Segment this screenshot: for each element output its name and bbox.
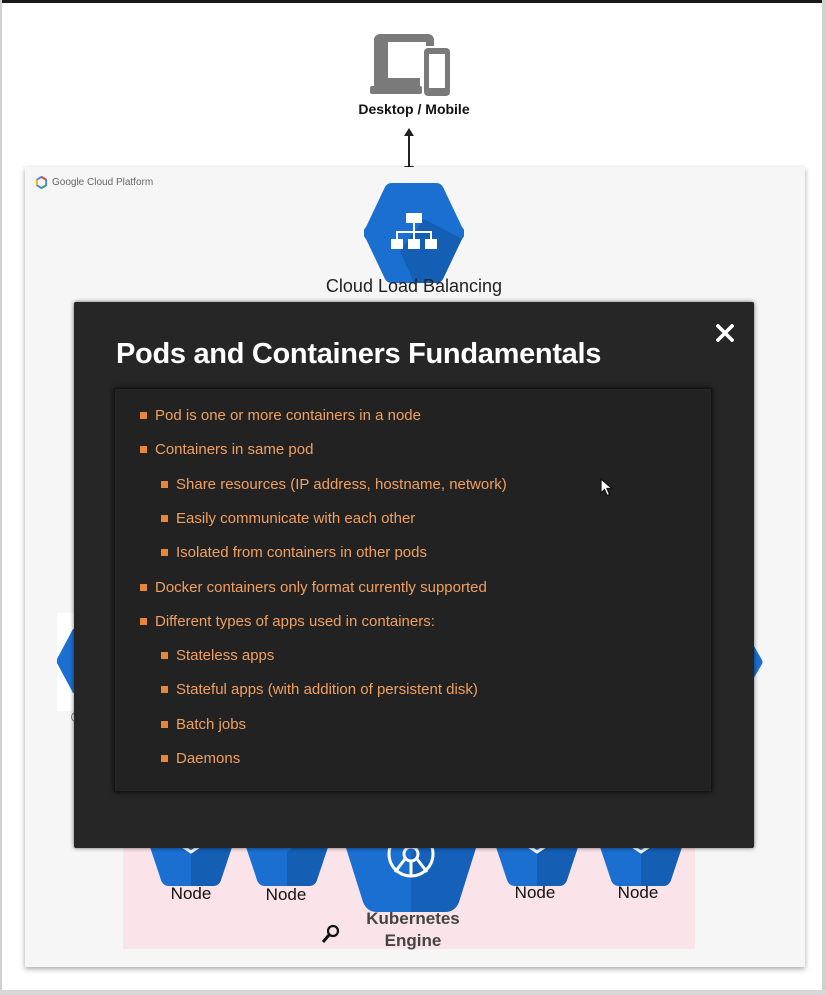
close-button[interactable] <box>710 318 740 348</box>
node-label: Node <box>265 885 307 904</box>
bullet-item: Different types of apps used in containe… <box>140 613 435 630</box>
bullet-item: Pod is one or more containers in a node <box>140 407 421 424</box>
sub-bullet-item: Isolated from containers in other pods <box>161 544 427 561</box>
client-label: Desktop / Mobile <box>358 101 470 117</box>
kubernetes-cluster-area: Node Node Kubernetes Engine <box>123 832 695 952</box>
sub-bullet-item: Easily communicate with each other <box>161 510 415 527</box>
kubernetes-engine-icon <box>341 832 481 912</box>
bullet-text: Batch jobs <box>176 715 247 733</box>
sub-bullet-item: Batch jobs <box>161 716 246 733</box>
close-icon[interactable] <box>716 324 734 342</box>
bullet-item: Containers in same pod <box>140 441 313 458</box>
bullet-square-icon <box>161 652 168 660</box>
bullet-text: Share resources (IP address, hostname, n… <box>176 475 507 493</box>
gcp-logo-platform: Cloud Platform <box>87 176 154 188</box>
sub-bullet-item: Share resources (IP address, hostname, n… <box>161 476 507 493</box>
bullet-text: Containers in same pod <box>155 441 314 459</box>
kubernetes-engine-label-line1: Kubernetes <box>366 909 460 928</box>
window-bottom-border <box>0 990 826 995</box>
gcp-logo-google: Google <box>52 176 85 188</box>
bullet-square-icon <box>140 617 147 625</box>
bullet-square-icon <box>140 412 147 419</box>
sub-bullet-item: Stateless apps <box>161 647 274 664</box>
search-icon[interactable] <box>321 924 341 944</box>
modal-title: Pods and Containers Fundamentals <box>116 338 602 370</box>
window-left-border <box>0 0 2 995</box>
fundamentals-modal: Pods and Containers Fundamentals Pod is … <box>74 302 754 848</box>
sub-bullet-item: Stateful apps (with addition of persiste… <box>161 681 478 698</box>
bullet-text: Isolated from containers in other pods <box>176 544 427 562</box>
bullet-square-icon <box>161 755 168 762</box>
kubernetes-engine-label: Kubernetes Engine <box>353 908 473 952</box>
node-label: Node <box>170 884 212 903</box>
gcp-logo: Google Cloud Platform <box>35 175 153 189</box>
bullet-text: Pod is one or more containers in a node <box>155 407 421 424</box>
window-right-border <box>822 0 826 995</box>
mouse-cursor-icon <box>600 478 614 497</box>
bullet-square-icon <box>140 446 147 454</box>
load-balancer-label: Cloud Load Balancing <box>325 276 503 296</box>
bullet-square-icon <box>161 720 168 728</box>
desktop-mobile-icon <box>370 34 450 96</box>
bullet-text: Easily communicate with each other <box>176 509 416 527</box>
bullet-text: Stateful apps (with addition of persiste… <box>176 681 478 699</box>
gcp-hexagon-icon <box>35 175 48 189</box>
node-label: Node <box>514 883 556 902</box>
bullet-text: Daemons <box>176 750 241 767</box>
node-label: Node <box>617 883 659 902</box>
load-balancer-icon <box>364 182 464 284</box>
bullet-text: Stateless apps <box>176 647 275 665</box>
kubernetes-engine-label-line2: Engine <box>384 931 442 950</box>
window-top-border <box>0 0 826 3</box>
bullet-item: Docker containers only format currently … <box>140 579 487 596</box>
bullet-text: Docker containers only format currently … <box>155 578 487 596</box>
bullet-square-icon <box>161 686 168 694</box>
bullet-text: Different types of apps used in containe… <box>155 612 435 630</box>
sub-bullet-item: Daemons <box>161 750 240 767</box>
bullet-square-icon <box>161 549 168 557</box>
bullet-square-icon <box>161 480 168 488</box>
bullet-square-icon <box>140 583 147 591</box>
bullet-square-icon <box>161 514 168 522</box>
